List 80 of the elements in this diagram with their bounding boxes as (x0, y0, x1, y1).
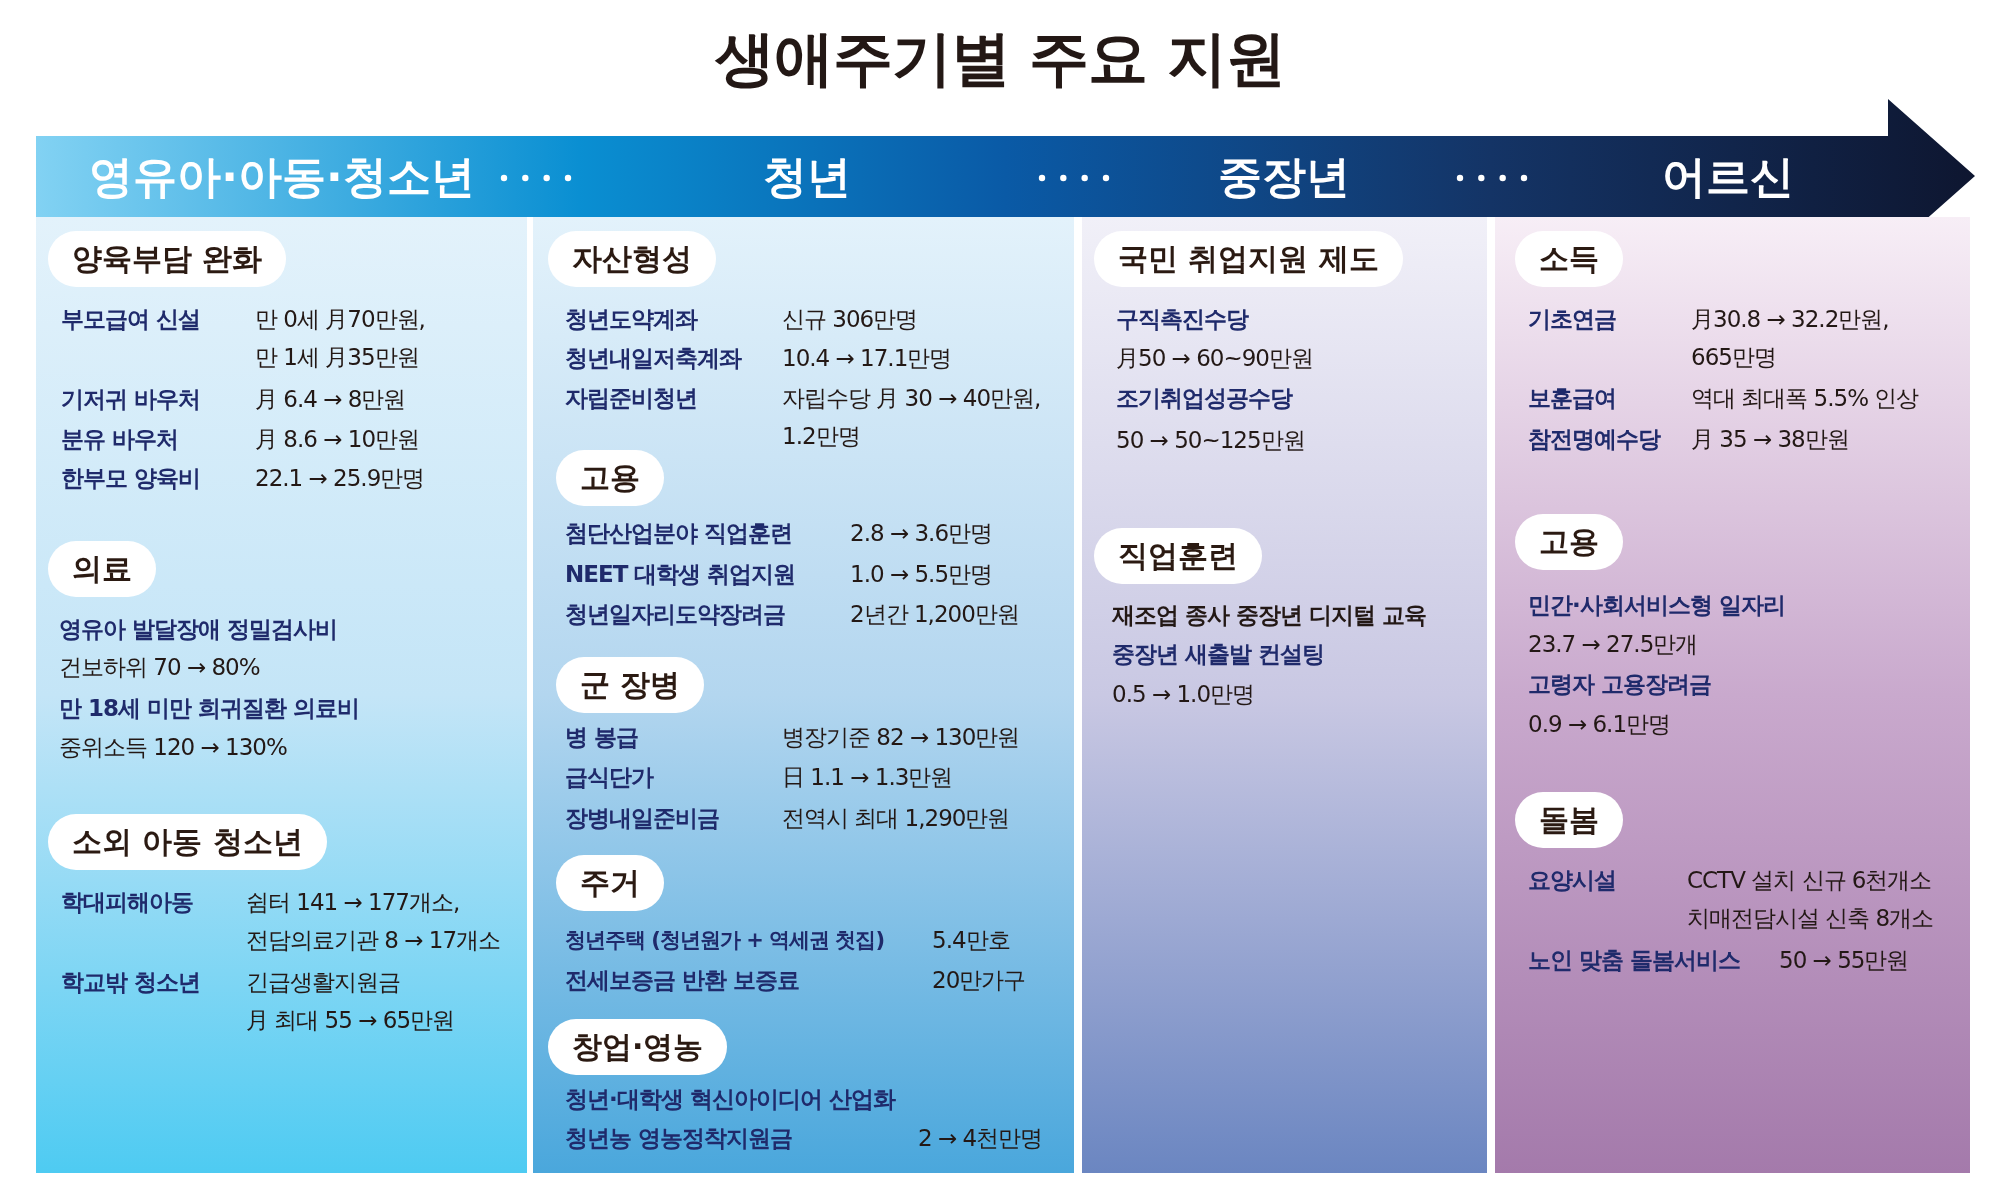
item-name: 한부모 양육비 (61, 464, 200, 493)
item-name: 장병내일준비금 (565, 804, 719, 833)
category-pill: 자산형성 (548, 231, 716, 287)
item-value: 2년간 1,200만원 (850, 600, 1019, 629)
item-name: 첨단산업분야 직업훈련 (565, 519, 792, 548)
category-pill: 창업·영농 (548, 1019, 728, 1075)
item-name: 노인 맞춤 돌봄서비스 (1528, 946, 1740, 975)
item-value: 2.8 → 3.6만명 (850, 519, 993, 548)
item-name: 학교밖 청소년 (61, 968, 200, 997)
item-name: 조기취업성공수당 (1116, 384, 1292, 413)
item-name: 학대피해아동 (61, 888, 193, 917)
category-pill: 고용 (556, 450, 664, 506)
item-name: 고령자 고용장려금 (1528, 670, 1711, 699)
item-name: 만 18세 미만 희귀질환 의료비 (59, 694, 360, 723)
category-pill: 군 장병 (556, 657, 705, 713)
item-value: 22.1 → 25.9만명 (255, 464, 425, 493)
item-value: 0.9 → 6.1만명 (1528, 710, 1671, 739)
item-value: 10.4 → 17.1만명 (782, 344, 952, 373)
item-name: 청년일자리도약장려금 (565, 600, 785, 629)
item-name: 청년농 영농정착지원금 (565, 1124, 792, 1153)
stage-label: 영유아·아동·청소년 (89, 150, 475, 204)
item-value: CCTV 설치 신규 6천개소 치매전담시설 신축 8개소 (1687, 866, 1934, 933)
item-name: 부모급여 신설 (61, 305, 200, 334)
item-name: 요양시설 (1528, 866, 1616, 895)
item-value: 긴급생활지원금 月 최대 55 → 65만원 (246, 968, 455, 1035)
item-value: 0.5 → 1.0만명 (1112, 680, 1255, 709)
item-name: 분유 바우처 (61, 425, 178, 454)
item-value: 月30.8 → 32.2만원, 665만명 (1691, 305, 1889, 372)
item-value: 50 → 50~125만원 (1116, 426, 1305, 455)
category-pill: 의료 (48, 541, 156, 597)
item-name: 영유아 발달장애 정밀검사비 (59, 615, 337, 644)
category-pill: 양육부담 완화 (48, 231, 287, 287)
item-value: 日 1.1 → 1.3만원 (782, 763, 953, 792)
item-name: 재조업 종사 중장년 디지털 교육 (1112, 601, 1427, 630)
item-value: 중위소득 120 → 130% (59, 733, 287, 762)
item-value: 50 → 55만원 (1779, 946, 1909, 975)
item-value: 月 35 → 38만원 (1691, 425, 1849, 454)
item-value: 2 → 4천만명 (918, 1124, 1043, 1153)
item-name: 보훈급여 (1528, 384, 1616, 413)
item-name: 전세보증금 반환 보증료 (565, 966, 799, 995)
stage-label: 청년 (763, 150, 851, 204)
item-name: 구직촉진수당 (1116, 305, 1248, 334)
category-pill: 돌봄 (1515, 792, 1623, 848)
item-value: 전역시 최대 1,290만원 (782, 804, 1010, 833)
item-name: 청년내일저축계좌 (565, 344, 741, 373)
item-name: 기초연금 (1528, 305, 1616, 334)
category-pill: 직업훈련 (1094, 528, 1262, 584)
stage-label: 어르신 (1662, 150, 1794, 204)
item-value: 20만가구 (932, 966, 1026, 995)
item-value: 月 8.6 → 10만원 (255, 425, 420, 454)
item-value: 역대 최대폭 5.5% 인상 (1691, 384, 1919, 413)
item-name: 청년·대학생 혁신아이디어 산업화 (565, 1085, 895, 1114)
item-name: NEET 대학생 취업지원 (565, 560, 796, 589)
category-pill: 국민 취업지원 제도 (1094, 231, 1403, 287)
item-value: 쉼터 141 → 177개소, 전담의료기관 8 → 17개소 (246, 888, 501, 955)
item-name: 민간·사회서비스형 일자리 (1528, 591, 1785, 620)
category-pill: 소득 (1515, 231, 1623, 287)
item-value: 병장기준 82 → 130만원 (782, 723, 1020, 752)
item-value: 1.0 → 5.5만명 (850, 560, 993, 589)
item-value: 月 6.4 → 8만원 (255, 385, 406, 414)
item-value: 23.7 → 27.5만개 (1528, 630, 1698, 659)
category-pill: 주거 (556, 855, 664, 911)
item-name: 병 봉급 (565, 723, 638, 752)
item-name: 자립준비청년 (565, 384, 697, 413)
category-pill: 소외 아동 청소년 (48, 814, 327, 870)
item-value: 건보하위 70 → 80% (59, 653, 260, 682)
item-value: 月50 → 60~90만원 (1116, 344, 1313, 373)
item-name: 참전명예수당 (1528, 425, 1660, 454)
title: 생애주기별 주요 지원 (713, 22, 1287, 95)
item-value: 5.4만호 (932, 926, 1010, 955)
item-name: 중장년 새출발 컨설팅 (1112, 640, 1324, 669)
item-name: 급식단가 (565, 763, 653, 792)
category-pill: 고용 (1515, 514, 1623, 570)
item-value: 신규 306만명 (782, 305, 918, 334)
stage-label: 중장년 (1218, 150, 1350, 204)
item-name: 청년주택 (청년원가 + 역세권 첫집) (565, 927, 885, 954)
item-value: 만 0세 月70만원, 만 1세 月35만원 (255, 305, 425, 372)
item-name: 청년도약계좌 (565, 305, 697, 334)
item-name: 기저귀 바우처 (61, 385, 200, 414)
item-value: 자립수당 月 30 → 40만원, 1.2만명 (782, 384, 1041, 451)
